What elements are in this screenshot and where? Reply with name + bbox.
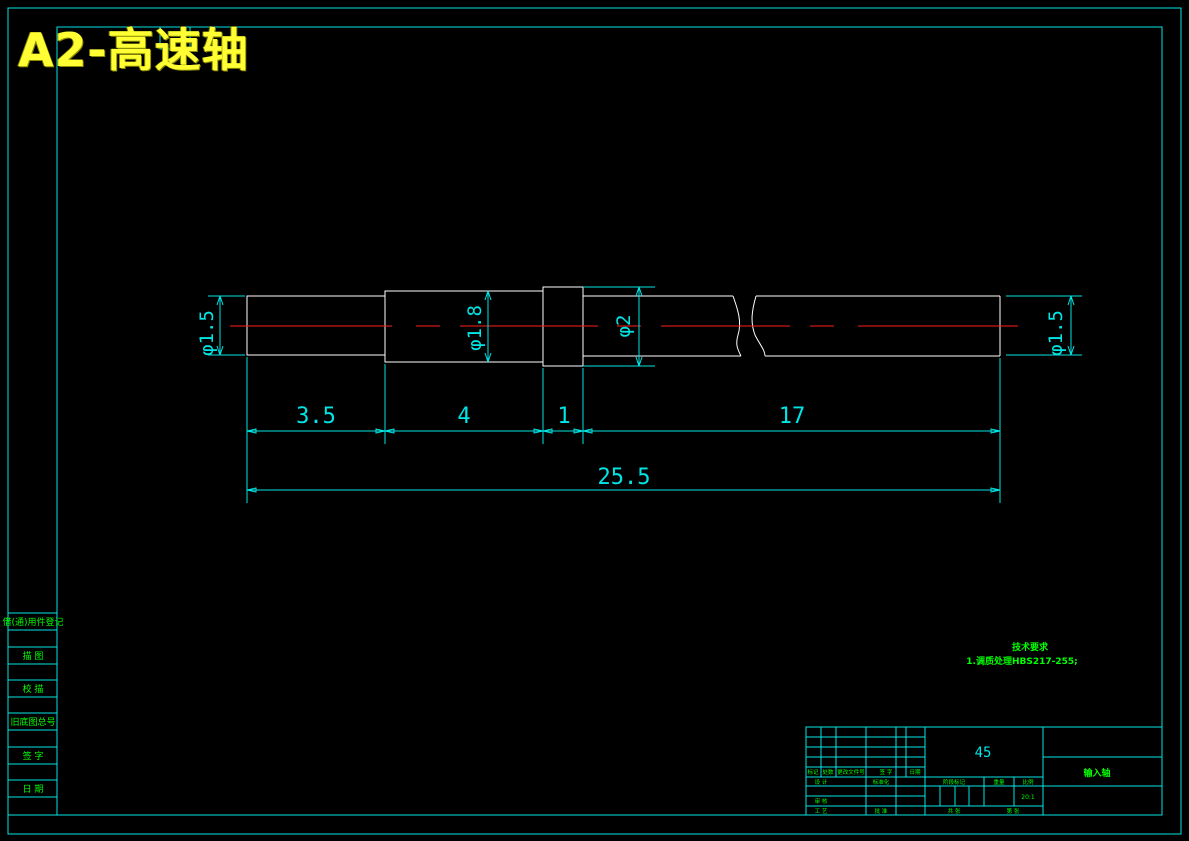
title-block [805,726,1163,816]
inner-frame [56,26,1163,816]
tb-scale-label: 比例 [1022,778,1034,786]
dim-length-total: 25.5 [598,465,651,490]
side-table-cell-4: 签 字 [23,750,44,762]
tb-part-name: 输入轴 [1083,767,1110,779]
tb-design: 设 计 [815,778,828,786]
tb-scale: 20:1 [1021,794,1035,801]
dim-length-seg4: 17 [779,404,806,429]
dim-right-end-diameter: φ1.5 [1045,310,1067,356]
rev-col-count: 处数 [822,768,834,776]
tb-approve: 批 准 [875,807,888,815]
tb-stage-label: 阶段标记 [943,778,966,786]
tb-material: 45 [975,745,992,761]
dim-length-seg1: 3.5 [296,404,336,429]
tb-weight-label: 重量 [993,778,1005,786]
dim-journal-diameter: φ1.8 [464,305,486,351]
dim-length-seg2: 4 [457,404,470,429]
rev-col-mark: 标记 [807,768,819,776]
side-table [8,612,57,816]
side-table-cell-0: 借(通)用件登记 [2,616,63,628]
side-table-cell-2: 校 描 [23,683,44,695]
side-table-cell-3: 旧底图总号 [10,716,55,728]
tech-req-heading: 技术要求 [1012,641,1049,653]
side-table-cell-5: 日 期 [23,784,44,795]
length-dims [246,357,1001,503]
tb-check: 审 核 [815,797,828,805]
tb-sheet-no: 第 张 [1007,807,1020,815]
tech-req-line1: 1.调质处理HBS217-255; [966,655,1077,667]
dim-length-seg3: 1 [557,404,570,429]
drawing-title: A2-高速轴 [18,23,249,77]
dim-collar-diameter: φ2 [613,315,635,338]
side-table-cell-1: 描 图 [23,650,44,662]
rev-col-date: 日期 [909,769,921,776]
diameter-dims [208,286,1082,367]
rev-col-docno: 更改文件号 [837,768,865,776]
dim-left-end-diameter: φ1.5 [196,310,218,356]
corner-mark [159,26,191,50]
rev-col-sign: 签 字 [880,768,893,776]
tb-sheet-total: 共 张 [948,807,961,815]
outer-frame [7,7,1182,835]
tb-process: 工 艺 [815,808,828,815]
tb-standardize: 标准化 [873,778,890,786]
